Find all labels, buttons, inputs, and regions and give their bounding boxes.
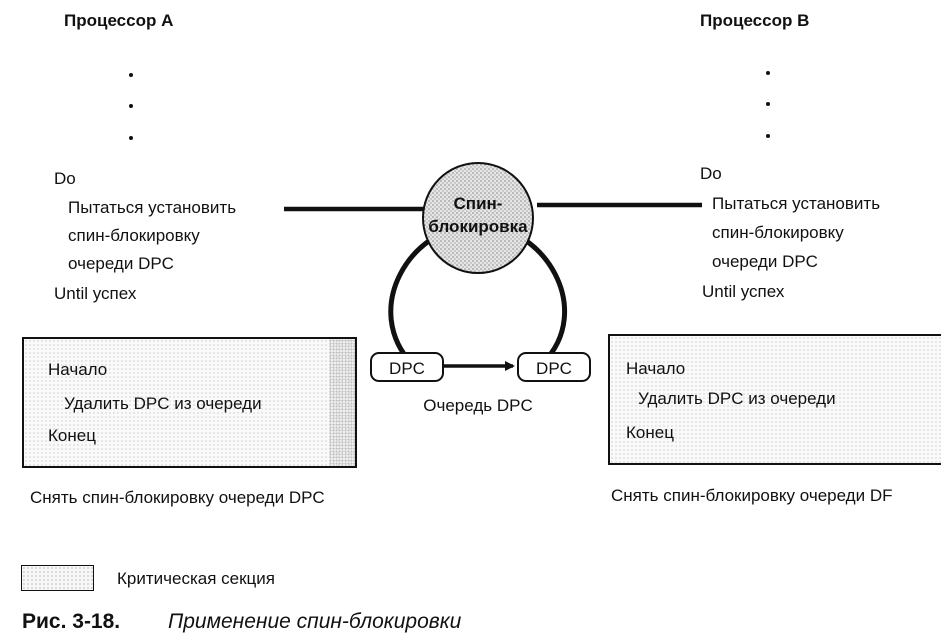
figure-caption: Применение спин-блокировки [168, 610, 462, 633]
ellipsis-dot [129, 104, 133, 108]
processor-a-title: Процессор А [64, 11, 174, 30]
dpc-item-right-label: DPC [536, 359, 572, 378]
processor-b-title: Процессор В [700, 11, 810, 30]
critical-begin: Начало [626, 359, 686, 378]
ellipsis-dot [129, 73, 133, 77]
critical-begin: Начало [48, 360, 108, 379]
spinlock-label-line2: блокировка [428, 217, 528, 236]
critical-section-box-a: Начало Удалить DPC из очереди Конец [22, 337, 357, 468]
loop-do-keyword: Do [54, 169, 76, 188]
loop-line: Пытаться установить [68, 198, 237, 217]
loop-line: спин-блокировку [712, 223, 844, 242]
loop-line: Пытаться установить [712, 194, 881, 213]
figure-number: Рис. 3-18. [22, 610, 121, 633]
ellipsis-dot [766, 134, 770, 138]
critical-section-box-b: Начало Удалить DPC из очереди Конец [608, 334, 941, 465]
queue-label: Очередь DPC [423, 396, 532, 415]
loop-until: Until успех [702, 282, 785, 301]
critical-end: Конец [48, 426, 96, 445]
critical-action: Удалить DPC из очереди [638, 389, 836, 408]
loop-line: спин-блокировку [68, 226, 200, 245]
dpc-item-left [370, 352, 444, 382]
ellipsis-dot [766, 71, 770, 75]
critical-action: Удалить DPC из очереди [64, 394, 262, 413]
shading-texture [329, 339, 355, 466]
spinlock-circle [422, 162, 534, 274]
spinlock-label-line1: Спин- [454, 194, 503, 213]
ellipsis-dot [129, 136, 133, 140]
release-spinlock-b: Снять спин-блокировку очереди DF [611, 486, 893, 505]
critical-end: Конец [626, 423, 674, 442]
release-spinlock-a: Снять спин-блокировку очереди DPC [30, 488, 325, 507]
ellipsis-dot [766, 102, 770, 106]
legend-swatch [21, 565, 94, 591]
dpc-item-left-label: DPC [389, 359, 425, 378]
dpc-item-right [517, 352, 591, 382]
loop-until: Until успех [54, 284, 137, 303]
loop-line: очереди DPC [712, 252, 818, 271]
loop-line: очереди DPC [68, 254, 174, 273]
legend-label: Критическая секция [117, 569, 275, 588]
loop-do-keyword: Do [700, 164, 722, 183]
